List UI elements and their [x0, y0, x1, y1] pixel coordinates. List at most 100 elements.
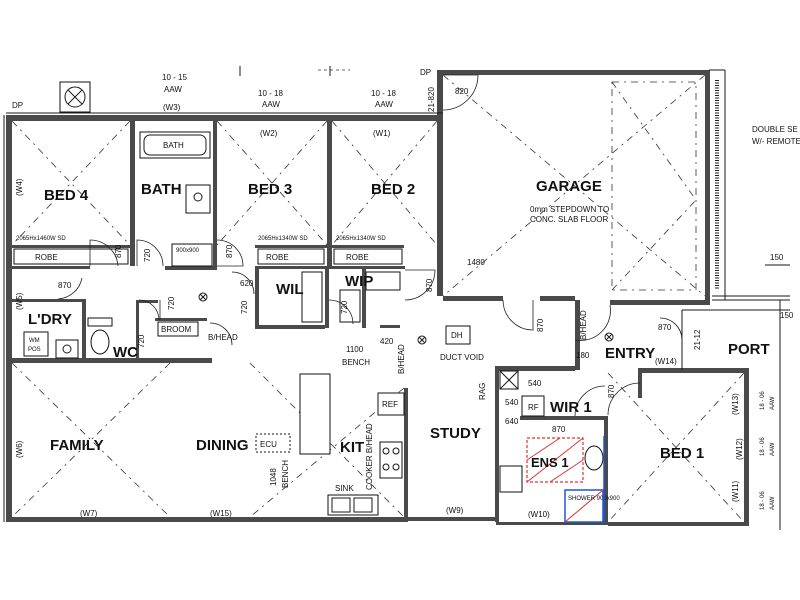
dim-1048: 1048	[269, 468, 278, 486]
room-garage: GARAGE	[536, 178, 602, 195]
room-study: STUDY	[430, 425, 481, 442]
room-bed2: BED 2	[371, 181, 415, 198]
door-size-bed3: 2065Hx1340W SD	[258, 236, 308, 242]
window-r1-type: AAW	[770, 396, 776, 410]
bhead-wc: B/HEAD	[208, 333, 238, 342]
rag-label: RAG	[478, 383, 487, 400]
cooktop	[379, 441, 403, 479]
window-w11: (W11)	[731, 480, 740, 502]
window-r2-size: 18 - 06	[760, 437, 766, 456]
room-bath: BATH	[141, 181, 182, 198]
annotations: 10 - 15 AAW (W3) 10 - 18 AAW (W2) 10 - 1…	[12, 68, 800, 519]
window-w1-tag: (W1)	[373, 129, 391, 138]
window-w2-tag: (W2)	[260, 129, 278, 138]
window-w3-size: 10 - 15	[162, 73, 187, 82]
cooker-bhead: COOKER B/HEAD	[365, 423, 374, 490]
duct-void: DUCT VOID	[440, 353, 484, 362]
window-w13: (W13)	[731, 393, 740, 415]
window-w1-type: AAW	[375, 100, 393, 109]
downpipe-left: DP	[12, 101, 23, 110]
dim-540-b: 540	[505, 398, 519, 407]
room-port: PORT	[728, 341, 770, 358]
bhead-kitchen: B/HEAD	[397, 344, 406, 374]
dim-870-ens: 870	[552, 425, 566, 434]
room-kit: KIT	[340, 439, 364, 456]
door-size-bed2: 2065Hx1340W SD	[336, 236, 386, 242]
window-r1-size: 18 - 06	[760, 391, 766, 410]
window-w2-type: AAW	[262, 100, 280, 109]
dim-21-820: 21-820	[427, 87, 436, 112]
garage-door-note-2: W/- REMOTE	[752, 137, 800, 146]
dim-420: 420	[380, 337, 394, 346]
dim-870-entry: 870	[658, 323, 672, 332]
dim-870-bed3: 870	[225, 244, 234, 258]
dim-720-wc: 720	[137, 334, 146, 348]
kitchen-island	[299, 373, 331, 455]
dim-870-ldry: 870	[58, 281, 72, 290]
bath-shower	[171, 243, 213, 267]
robe-bed2: ROBE	[346, 253, 369, 262]
window-w5: (W5)	[15, 292, 24, 310]
window-w6: (W6)	[15, 440, 24, 458]
dim-21-12: 21-12	[693, 329, 702, 350]
window-w7: (W7)	[80, 509, 98, 518]
bhead-garage: B/HEAD	[579, 310, 588, 340]
dim-720-hall: 720	[167, 296, 176, 310]
dim-720-wip: 720	[340, 300, 349, 314]
window-w1-size: 10 - 18	[371, 89, 396, 98]
room-wip: WIP	[345, 273, 373, 290]
door-size-bed4: 2065Hx1460W SD	[16, 236, 66, 242]
window-w10: (W10)	[528, 510, 550, 519]
room-ens1: ENS 1	[531, 455, 569, 470]
fixtures: BATH 900x900 ROBE ROBE ROBE BROOM WM POS…	[13, 81, 620, 523]
room-ldry: L'DRY	[28, 311, 72, 328]
dim-720-wil: 720	[240, 300, 249, 314]
room-labels: BED 4 BATH BED 3 BED 2 GARAGE WIL WIP L'…	[28, 178, 770, 470]
laundry-pos: POS	[28, 347, 41, 353]
dim-540-a: 540	[528, 379, 542, 388]
room-family: FAMILY	[50, 437, 104, 454]
room-bed1: BED 1	[660, 445, 704, 462]
bath-tub-label: BATH	[163, 141, 184, 150]
dim-640: 640	[505, 417, 519, 426]
room-dining: DINING	[196, 437, 249, 454]
dim-820: 820	[455, 87, 469, 96]
room-bed4: BED 4	[44, 187, 89, 204]
dim-150-a: 150	[770, 253, 784, 262]
dim-720-bath: 720	[143, 248, 152, 262]
dim-870-bed4: 870	[114, 244, 123, 258]
window-w12: (W12)	[735, 438, 744, 460]
room-wc: WC	[113, 344, 138, 361]
window-w4: (W4)	[15, 178, 24, 196]
wir-rf: RF	[528, 403, 539, 412]
robe-bed4: ROBE	[35, 253, 58, 262]
diagonal-lines	[11, 74, 745, 523]
window-r3-type: AAW	[770, 496, 776, 510]
window-w2-size: 10 - 18	[258, 89, 283, 98]
bath-tub	[139, 131, 211, 159]
ensuite-shower-label: SHOWER 900x900	[568, 496, 620, 502]
detail-lines	[3, 66, 790, 530]
sink-label: SINK	[335, 484, 354, 493]
dim-870-wip: 870	[425, 278, 434, 292]
dim-620: 620	[240, 279, 254, 288]
window-w15: (W15)	[210, 509, 232, 518]
downpipe-top: DP	[420, 68, 431, 77]
dim-870-bed1: 870	[607, 384, 616, 398]
robe-bed3: ROBE	[266, 253, 289, 262]
window-r2-type: AAW	[770, 442, 776, 456]
window-w3-tag: (W3)	[163, 103, 181, 112]
room-wil: WIL	[276, 281, 304, 298]
ecu-label: ECU	[260, 440, 277, 449]
garage-door-note-1: DOUBLE SE	[752, 125, 798, 134]
room-bed3: BED 3	[248, 181, 292, 198]
dim-150-b: 150	[780, 311, 794, 320]
bench-dining: BENCH	[281, 460, 290, 488]
window-w14: (W14)	[655, 357, 677, 366]
window-r3-size: 18 - 06	[760, 491, 766, 510]
garage-stepdown-2: CONC. SLAB FLOOR	[530, 215, 608, 224]
kitchen-sink	[327, 494, 379, 516]
window-w3-type: AAW	[164, 85, 182, 94]
ecu-unit	[255, 433, 291, 453]
